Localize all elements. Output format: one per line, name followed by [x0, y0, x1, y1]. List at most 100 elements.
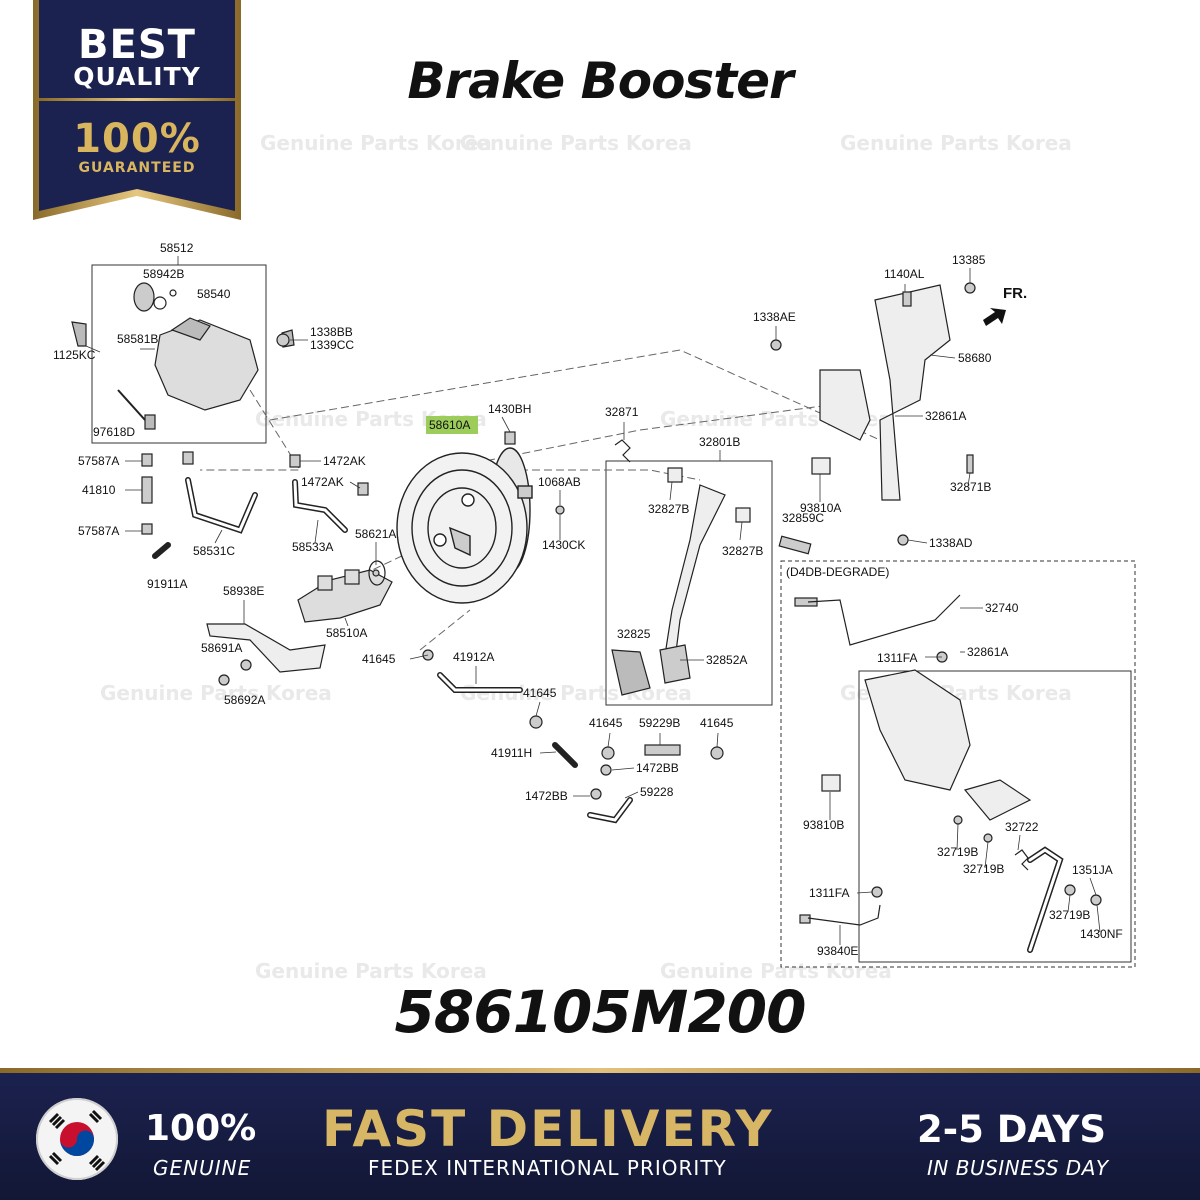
fitting-icon	[357, 482, 369, 496]
reservoir-frame	[91, 264, 267, 444]
part-label: 58692A	[224, 693, 265, 707]
part-label: 41911H	[491, 746, 532, 760]
genuine-label: GENUINE	[153, 1156, 252, 1180]
part-label: 1472AK	[301, 475, 344, 489]
nut-icon	[983, 833, 993, 843]
clamp-icon	[590, 788, 602, 800]
part-label: 32827B	[648, 502, 689, 516]
variant-frame	[780, 560, 1136, 968]
watermarks: Genuine Parts Korea Genuine Parts Korea …	[100, 131, 1072, 983]
part-label: 58938E	[223, 584, 264, 598]
clamp-icon	[600, 764, 612, 776]
bolt-icon	[966, 454, 974, 474]
seal-icon	[372, 569, 380, 577]
part-label: 32719B	[1049, 908, 1090, 922]
fitting-icon	[182, 451, 194, 465]
bracket-icon	[874, 284, 951, 501]
hose-icon	[552, 742, 578, 768]
part-label: 32719B	[937, 845, 978, 859]
fitting-icon	[141, 453, 153, 467]
part-label: 97618D	[93, 425, 135, 439]
fitting-icon	[141, 476, 153, 504]
part-label: 57587A	[78, 524, 119, 538]
delivery-subtitle: FEDEX INTERNATIONAL PRIORITY	[368, 1156, 727, 1180]
bolt-icon	[504, 431, 516, 445]
part-label: 58540	[197, 287, 231, 301]
nut-icon	[964, 282, 976, 294]
watermark-text: Genuine Parts Korea	[460, 131, 692, 155]
bracket-icon	[864, 669, 971, 791]
part-label: 1339CC	[310, 338, 354, 352]
clamp-icon	[601, 746, 615, 760]
assembly-line	[520, 469, 701, 481]
nut-icon	[276, 333, 290, 347]
days-title: 2-5 DAYS	[917, 1108, 1106, 1151]
bracket-icon	[819, 369, 871, 441]
part-label: 1430CK	[542, 538, 585, 552]
pin-icon	[644, 744, 681, 756]
watermark-text: Genuine Parts Korea	[260, 131, 492, 155]
leader-lines	[85, 256, 1101, 945]
nut-icon	[218, 674, 230, 686]
part-label: 32861A	[925, 409, 966, 423]
pin-icon	[778, 535, 812, 555]
part-label: 93810B	[803, 818, 844, 832]
badge-guaranteed: GUARANTEED	[78, 160, 196, 176]
part-label: 1068AB	[538, 475, 581, 489]
bracket-icon	[206, 623, 326, 673]
assembly-line	[200, 389, 301, 471]
watermark-text: Genuine Parts Korea	[840, 131, 1072, 155]
clip-icon	[152, 542, 171, 559]
part-label: 93840E	[817, 944, 858, 958]
fitting-icon	[289, 454, 301, 468]
nut-icon	[770, 339, 782, 351]
clamp-icon	[710, 746, 724, 760]
front-direction-arrow-icon	[983, 308, 1006, 326]
brake-booster	[396, 447, 533, 604]
nut-icon	[953, 815, 963, 825]
part-label: 13385	[952, 253, 986, 267]
quality-badge: BEST QUALITY 100% GUARANTEED	[33, 0, 241, 220]
nut-icon	[1090, 894, 1102, 906]
part-labels: 58512 58942B 58540 58581B 1125KC 1338BB …	[53, 241, 1123, 958]
nut-icon	[240, 659, 252, 671]
delivery-title: FAST DELIVERY	[322, 1100, 774, 1158]
part-label: 41645	[589, 716, 623, 730]
bolt-icon	[902, 291, 912, 307]
part-label: 32852A	[706, 653, 747, 667]
part-label: 1140AL	[884, 267, 925, 281]
brake-pedal	[611, 467, 751, 696]
part-label: 1338BB	[310, 325, 353, 339]
part-label: 1472BB	[636, 761, 679, 775]
part-label: 58621A	[355, 527, 396, 541]
part-label: 32859C	[782, 511, 824, 525]
switch-icon	[821, 774, 841, 792]
part-number: 586105M200	[394, 978, 807, 1046]
part-label: 58691A	[201, 641, 242, 655]
spring-icon	[1014, 849, 1029, 871]
nut-icon	[897, 534, 909, 546]
part-label: 1125KC	[53, 348, 96, 362]
nut-icon	[871, 886, 883, 898]
cable-icon	[807, 594, 961, 646]
part-label: 93810A	[800, 501, 841, 515]
part-label: 41645	[523, 686, 557, 700]
footer-banner: 100% GENUINE FAST DELIVERY FEDEX INTERNA…	[0, 1068, 1200, 1200]
footer-gold-line	[0, 1068, 1200, 1073]
part-label: 1338AD	[929, 536, 973, 550]
days-subtitle: IN BUSINESS DAY	[927, 1156, 1109, 1180]
part-label: 58581B	[117, 332, 158, 346]
nut-icon	[1064, 884, 1076, 896]
part-label: 91911A	[147, 577, 187, 591]
part-label: 32871	[605, 405, 639, 419]
switch-icon	[811, 457, 831, 475]
part-label: 41810	[82, 483, 116, 497]
part-label: 1472AK	[323, 454, 366, 468]
korea-flag-icon	[36, 1098, 118, 1180]
spring-icon	[614, 439, 631, 463]
badge-percent: 100%	[73, 116, 201, 162]
part-label: 41645	[362, 652, 396, 666]
pedal-frame	[605, 460, 773, 706]
badge-quality: QUALITY	[73, 62, 201, 91]
part-label: 58533A	[292, 540, 333, 554]
